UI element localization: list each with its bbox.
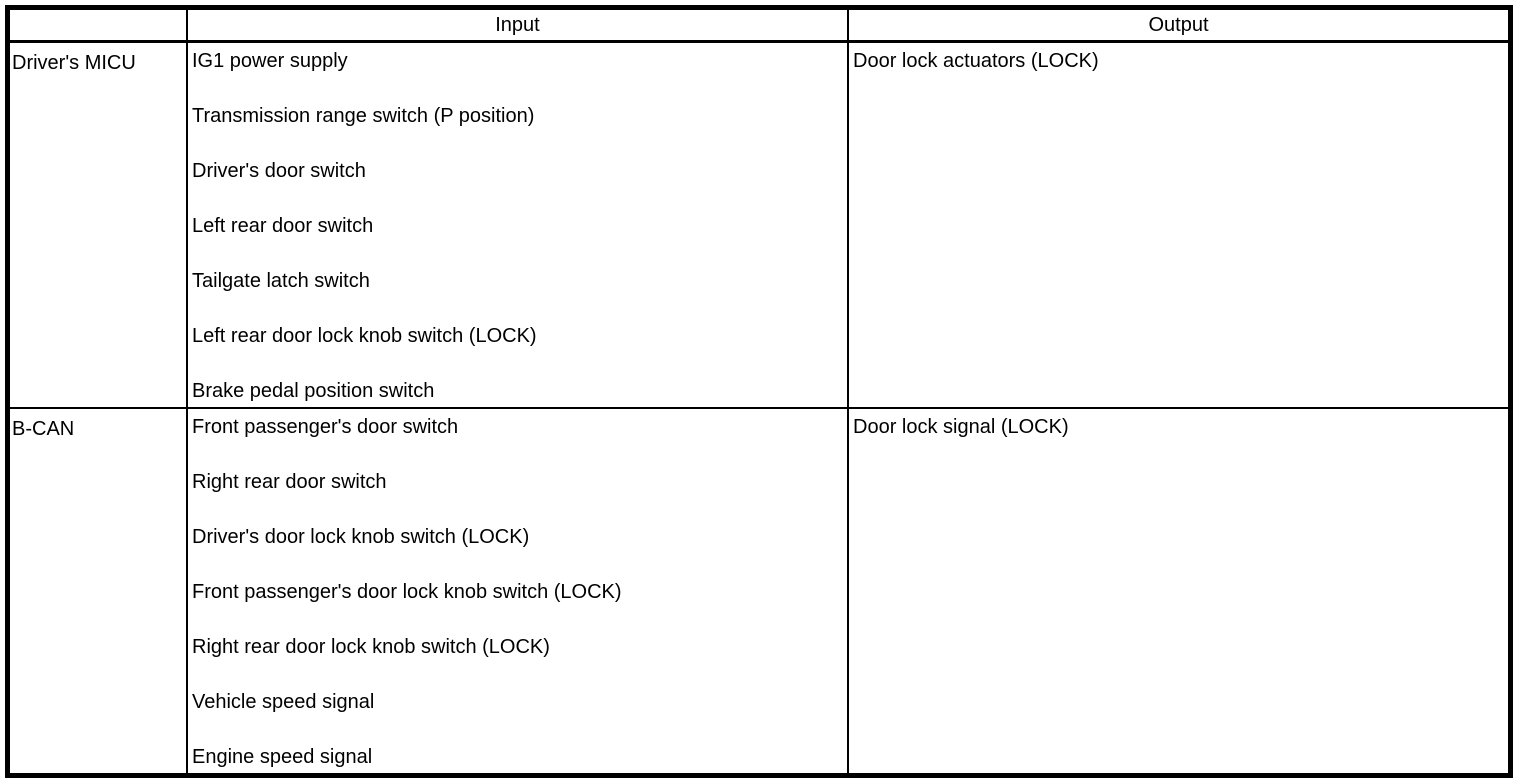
output-item: Door lock signal (LOCK) [853, 416, 1069, 438]
input-item: Left rear door lock knob switch (LOCK) [192, 325, 537, 347]
input-column-header: Input [188, 10, 849, 43]
output-item: Door lock actuators (LOCK) [853, 50, 1099, 72]
input-item: Engine speed signal [192, 746, 373, 768]
input-item: Right rear door switch [192, 471, 387, 493]
input-item: Vehicle speed signal [192, 691, 375, 713]
inputs-cell-b-can: Front passenger's door switch Right rear… [188, 409, 849, 773]
inputs-cell-drivers-micu: IG1 power supply Transmission range swit… [188, 43, 849, 409]
input-item: IG1 power supply [192, 50, 348, 72]
io-table-grid: Input Output Driver's MICU IG1 power sup… [10, 10, 1508, 773]
input-item: Brake pedal position switch [192, 380, 435, 402]
row-label-text: B-CAN [12, 418, 75, 440]
input-item: Driver's door switch [192, 160, 366, 182]
output-column-header: Output [849, 10, 1508, 43]
input-item: Transmission range switch (P position) [192, 105, 535, 127]
row-label-drivers-micu: Driver's MICU [10, 43, 188, 409]
input-item: Tailgate latch switch [192, 270, 370, 292]
input-item: Front passenger's door lock knob switch … [192, 581, 622, 603]
input-item: Front passenger's door switch [192, 416, 459, 438]
outputs-cell-b-can: Door lock signal (LOCK) [849, 409, 1508, 773]
input-item: Left rear door switch [192, 215, 374, 237]
corner-cell [10, 10, 188, 43]
row-label-b-can: B-CAN [10, 409, 188, 773]
input-header-label: Input [495, 14, 540, 36]
input-item: Right rear door lock knob switch (LOCK) [192, 636, 550, 658]
output-header-label: Output [1148, 14, 1209, 36]
row-label-text: Driver's MICU [12, 52, 136, 74]
input-output-table: Input Output Driver's MICU IG1 power sup… [5, 5, 1513, 778]
input-item: Driver's door lock knob switch (LOCK) [192, 526, 530, 548]
outputs-cell-drivers-micu: Door lock actuators (LOCK) [849, 43, 1508, 409]
